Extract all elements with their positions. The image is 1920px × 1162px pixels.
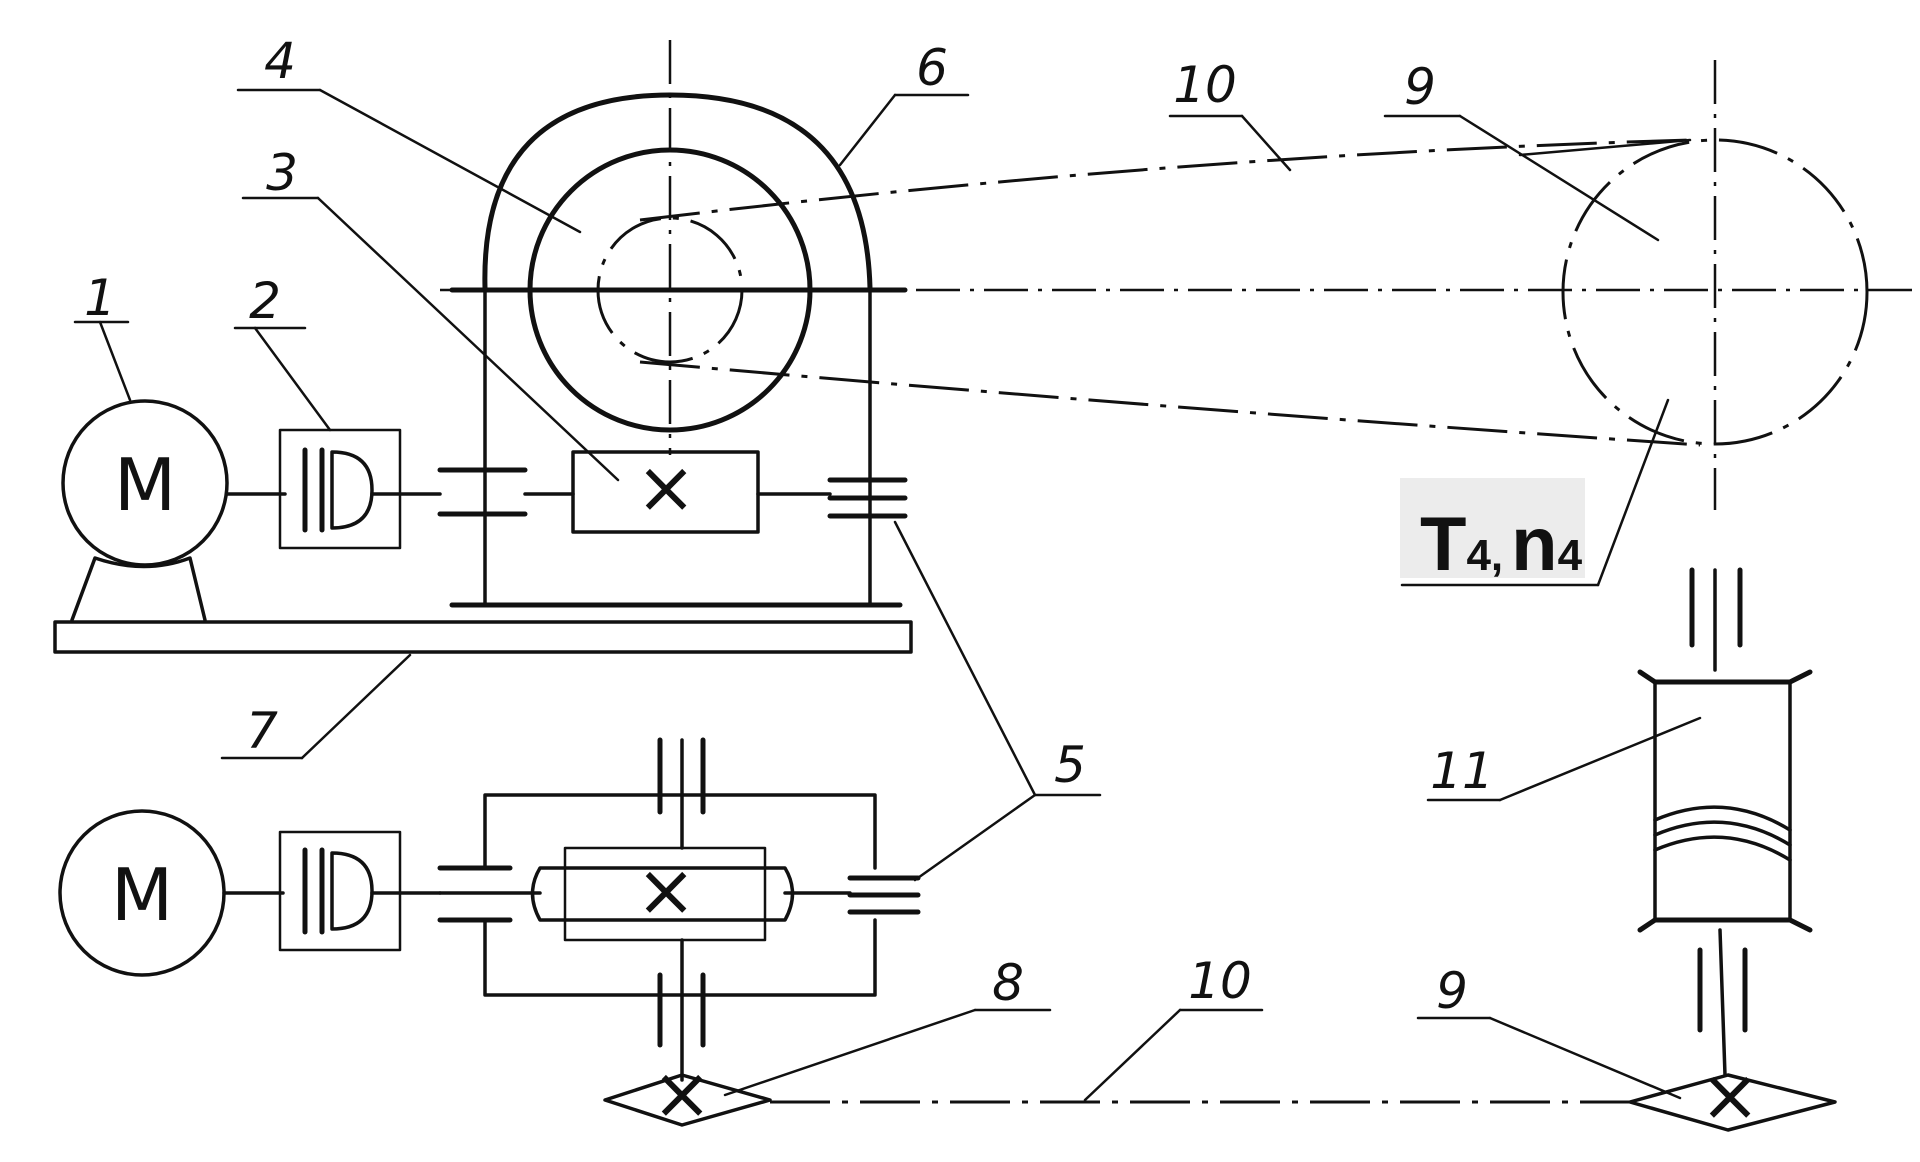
callout-1: 1 (73, 269, 132, 402)
reducer-housing-plan (437, 793, 921, 997)
label-9-top: 9 (1404, 58, 1436, 116)
bearings-side (437, 467, 908, 519)
speed-subscript: 4 (1558, 531, 1583, 580)
driven-sprocket-top (1561, 138, 1869, 446)
chain-drive-top (639, 138, 1701, 447)
callout-10-bottom: 10 (1083, 952, 1264, 1102)
label-4: 4 (264, 32, 296, 90)
label-separator: , (1491, 531, 1503, 580)
torque-symbol: T (1420, 502, 1466, 587)
svg-text:×: × (636, 848, 696, 932)
conveyor-drum (1637, 567, 1813, 1077)
label-10-top: 10 (1173, 56, 1237, 114)
motor-letter: M (114, 443, 176, 527)
callout-2: 2 (233, 272, 332, 432)
torque-speed-label: T4,n4 (1420, 502, 1583, 587)
label-2: 2 (249, 272, 281, 330)
svg-text:×: × (652, 1051, 712, 1135)
callout-7: 7 (220, 653, 412, 760)
callout-6: 6 (838, 39, 970, 167)
label-1: 1 (84, 269, 116, 327)
label-10-bottom: 10 (1188, 952, 1252, 1010)
label-6: 6 (916, 39, 948, 97)
base-frame (53, 620, 913, 654)
electric-motor-plan: M (58, 809, 285, 977)
label-3: 3 (266, 144, 298, 202)
label-5: 5 (1054, 736, 1086, 794)
label-7: 7 (246, 702, 278, 760)
centre-axes (440, 40, 1915, 510)
driven-sprocket-bottom: × (1628, 1053, 1837, 1137)
drive-sprocket: × (603, 1051, 772, 1135)
callout-9-top: 9 (1383, 58, 1692, 242)
svg-text:×: × (636, 445, 696, 529)
callout-3: 3 (241, 144, 620, 482)
motor-letter-plan: M (111, 853, 173, 937)
label-8: 8 (992, 954, 1024, 1012)
electric-motor-side: M (61, 399, 287, 622)
torque-subscript: 4 (1466, 531, 1491, 580)
callout-8: 8 (723, 954, 1052, 1097)
callout-10-top: 10 (1168, 56, 1292, 172)
coupling-plan (278, 830, 442, 952)
coupling-side (278, 428, 442, 550)
output-torque-speed: T4,n4 (1400, 398, 1670, 587)
callout-4: 4 (236, 32, 582, 234)
worm-gear: × (523, 445, 832, 534)
callout-11: 11 (1426, 716, 1702, 802)
speed-symbol: n (1511, 502, 1557, 587)
callout-9-bottom: 9 (1416, 962, 1682, 1100)
worm-assembly-plan: × (438, 737, 852, 1082)
callout-5: 5 (893, 520, 1102, 882)
svg-text:×: × (1700, 1053, 1760, 1137)
label-9-bottom: 9 (1436, 962, 1468, 1020)
label-11: 11 (1430, 742, 1494, 800)
